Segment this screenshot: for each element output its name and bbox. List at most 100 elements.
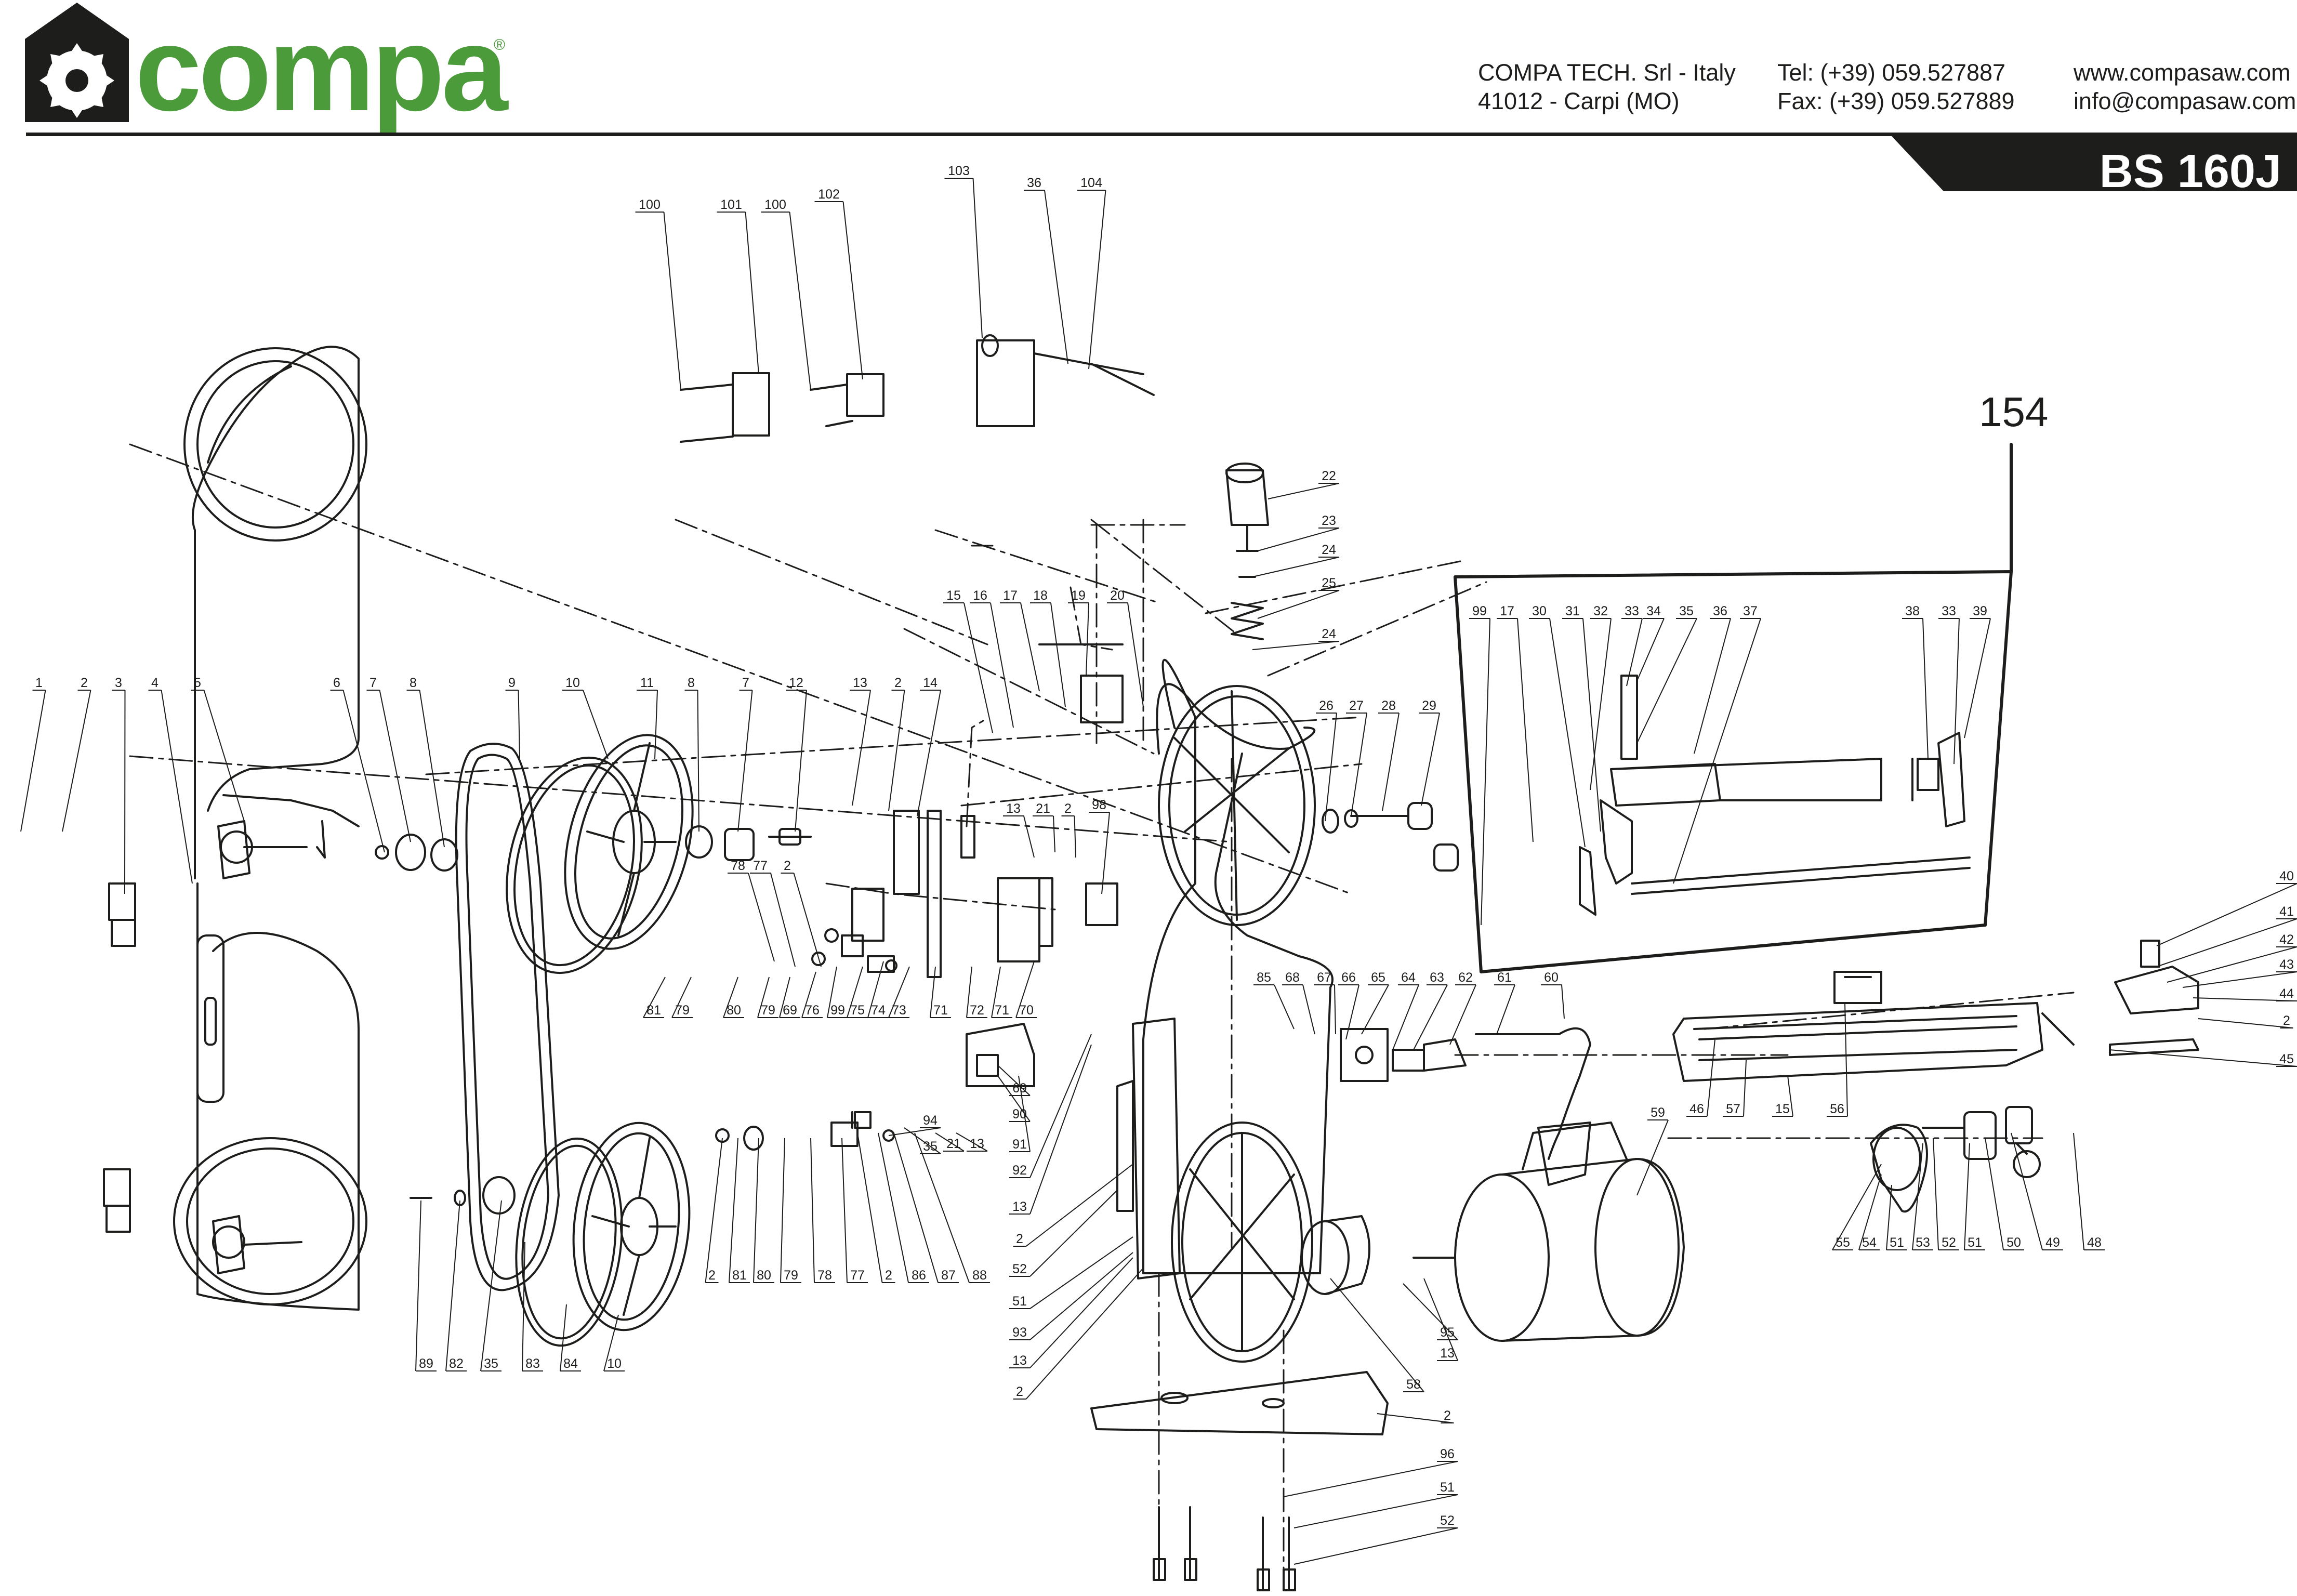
callout-leader xyxy=(522,1242,543,1371)
part-number-label: 18 xyxy=(1033,588,1048,603)
part-number-label: 104 xyxy=(1080,176,1102,190)
part-number-label: 55 xyxy=(1836,1235,1850,1250)
part-number-label: 53 xyxy=(1916,1235,1930,1250)
callout-leader xyxy=(943,602,993,733)
part-number-label: 13 xyxy=(970,1137,984,1151)
part-number-label: 90 xyxy=(1012,1107,1027,1122)
part-number-label: 67 xyxy=(1317,970,1331,985)
callout-leader xyxy=(1541,984,1565,1019)
header-rule xyxy=(26,133,2297,136)
machine-line-art xyxy=(103,334,2199,1591)
callout-leader xyxy=(888,1127,941,1136)
part-number-label: 69 xyxy=(783,1003,797,1018)
callout-leader xyxy=(786,690,807,832)
part-number-label: 52 xyxy=(1012,1262,1027,1276)
part-number-label: 9 xyxy=(508,676,516,690)
callout-leader xyxy=(1009,1190,1118,1277)
part-number-label: 79 xyxy=(761,1003,775,1018)
callout-leader xyxy=(1529,618,1586,848)
part-number-label: 16 xyxy=(973,588,987,603)
callout-leader xyxy=(1985,1138,2024,1250)
callout-leader xyxy=(904,1127,941,1154)
callout-leader xyxy=(560,1304,581,1371)
callout-leader xyxy=(2193,997,2297,1001)
part-number-label: 78 xyxy=(731,859,745,873)
callout-leader xyxy=(1089,812,1110,894)
part-number-label: 89 xyxy=(419,1356,433,1371)
callout-leader xyxy=(935,1132,965,1152)
website-link[interactable]: www.compasaw.com xyxy=(2074,59,2291,86)
callout-leader xyxy=(2156,918,2297,967)
callout-leader xyxy=(1938,618,1960,764)
callout-leader xyxy=(729,1138,750,1283)
callout-leader xyxy=(750,873,796,967)
part-number-label: 35 xyxy=(1679,604,1694,618)
callout-leader xyxy=(1413,984,1448,1050)
callout-leader xyxy=(1257,527,1340,551)
callout-leader xyxy=(753,1138,774,1283)
callout-leader xyxy=(1694,618,1731,754)
part-number-label: 71 xyxy=(995,1003,1009,1018)
part-number-label: 37 xyxy=(1743,604,1758,618)
part-number-label: 102 xyxy=(818,187,840,202)
callout-leader xyxy=(1686,1039,1715,1117)
callout-leader xyxy=(914,1132,990,1283)
part-number-label: 74 xyxy=(871,1003,886,1018)
part-number-label: 76 xyxy=(805,1003,820,1018)
part-number-label: 51 xyxy=(1968,1235,1982,1250)
part-number-label: 2 xyxy=(1444,1408,1451,1423)
part-number-label: 51 xyxy=(1440,1480,1455,1495)
part-number-label: 31 xyxy=(1565,604,1580,618)
part-number-label: 94 xyxy=(923,1113,938,1128)
part-number-label: 95 xyxy=(1440,1325,1455,1340)
part-number-label: 49 xyxy=(2045,1235,2060,1250)
part-number-label: 46 xyxy=(1689,1102,1704,1116)
part-number-label: 22 xyxy=(1322,469,1336,483)
fax-number: Fax: (+39) 059.527889 xyxy=(1777,88,2015,114)
part-number-label: 34 xyxy=(1646,604,1661,618)
part-number-label: 36 xyxy=(1027,176,1041,190)
callout-leader xyxy=(1673,618,1761,884)
callout-leader xyxy=(1077,190,1106,370)
company-name: COMPA TECH. Srl - Italy xyxy=(1478,59,1736,86)
part-number-label: 44 xyxy=(2279,986,2294,1001)
callout-leader xyxy=(1377,1413,1454,1423)
callout-leader xyxy=(944,178,983,338)
callout-leader xyxy=(1033,815,1055,853)
part-number-label: 2 xyxy=(81,676,88,690)
email-link[interactable]: info@compasaw.com xyxy=(2074,88,2296,114)
part-number-label: 2 xyxy=(2283,1013,2290,1028)
part-number-label: 28 xyxy=(1381,698,1396,713)
part-number-label: 52 xyxy=(1942,1235,1956,1250)
part-number-label: 10 xyxy=(607,1356,622,1371)
part-number-label: 11 xyxy=(640,676,654,690)
part-number-label: 14 xyxy=(923,676,938,690)
callout-leader xyxy=(1009,1252,1133,1340)
callout-leader xyxy=(810,1138,835,1283)
callout-leader xyxy=(1964,618,1991,738)
part-number-label: 79 xyxy=(784,1268,798,1283)
callout-leader xyxy=(814,201,863,380)
part-number-label: 62 xyxy=(1458,970,1473,985)
callout-leader xyxy=(62,690,91,832)
part-number-label: 93 xyxy=(1012,1325,1027,1340)
part-number-label: 68 xyxy=(1285,970,1300,985)
callout-leader xyxy=(1282,984,1315,1035)
part-number-label: 21 xyxy=(1036,801,1050,816)
phone-number: Tel: (+39) 059.527887 xyxy=(1777,59,2006,86)
callout-leader xyxy=(148,690,193,884)
company-city: 41012 - Carpi (MO) xyxy=(1478,88,1680,114)
callout-leader xyxy=(997,1065,1031,1096)
part-number-label: 29 xyxy=(1422,698,1436,713)
callout-leader xyxy=(966,966,987,1018)
model-number: BS 160J xyxy=(2099,146,2281,197)
brand-wordmark: compa xyxy=(135,2,508,136)
part-number-label: 27 xyxy=(1349,698,1364,713)
callout-leader xyxy=(779,977,800,1018)
callout-leader xyxy=(1469,618,1490,926)
callout-leader xyxy=(1497,618,1534,842)
callout-leader xyxy=(888,966,910,1018)
callout-leader xyxy=(2073,1132,2105,1250)
callout-leader xyxy=(737,690,753,832)
